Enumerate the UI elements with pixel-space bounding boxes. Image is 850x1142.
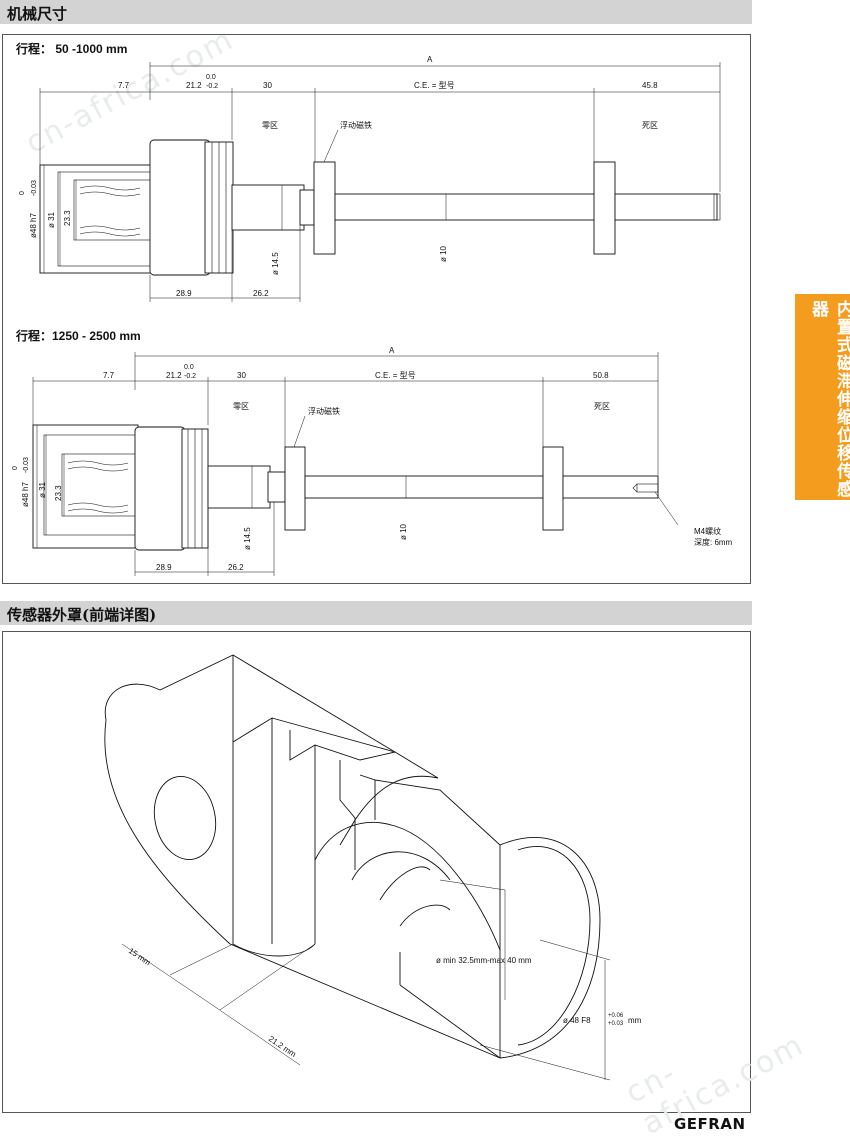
- dim-7-7: 7.7: [118, 81, 130, 90]
- label-dead-zone: 死区: [594, 402, 610, 411]
- drawing-title: 行程： 50 -1000 mm: [15, 41, 127, 56]
- label-dead-zone: 死区: [642, 121, 658, 130]
- dim-outer-tol-down: +0.03: [608, 1021, 624, 1027]
- dim-26-2: 26.2: [228, 563, 244, 572]
- dim-30: 30: [263, 81, 272, 90]
- section-header-housing: 传感器外罩(前端详图): [0, 601, 752, 625]
- dim-23-3: 23.3: [63, 210, 72, 226]
- dim-dia-14-5: ø 14.5: [271, 252, 280, 275]
- dim-ce: C.E. = 型号: [375, 371, 416, 380]
- label-thread: M4螺纹: [694, 526, 721, 536]
- dim-tol-up: 0.0: [206, 74, 216, 81]
- category-side-tab: 内置式磁滞伸缩位移传感器: [795, 294, 850, 500]
- dim-28-9: 28.9: [156, 563, 172, 572]
- dim-dia-31: ø 31: [47, 211, 56, 228]
- dim-dia48-tol-up: 0: [12, 466, 19, 470]
- dim-21-2: 21.2: [186, 81, 202, 90]
- dim-dead-zone-value: 50.8: [593, 371, 609, 380]
- gefran-logo: GEFRAN: [674, 1115, 746, 1133]
- dim-outer-unit: mm: [628, 1016, 642, 1025]
- dim-A: A: [389, 346, 395, 355]
- dim-dia48-tol-down: -0.03: [23, 457, 30, 473]
- drawing-title: 行程：1250 - 2500 mm: [15, 328, 141, 343]
- dim-7-7: 7.7: [103, 371, 115, 380]
- section-header-mechanical: 机械尺寸: [0, 0, 752, 24]
- dim-21-2mm: 21.2 mm: [267, 1034, 298, 1059]
- housing-drawing-panel: [2, 631, 751, 1113]
- label-float-magnet: 浮动磁铁: [308, 406, 340, 416]
- dim-dia-10: ø 10: [439, 245, 448, 262]
- dim-dia-48: ø48 h7: [21, 482, 30, 507]
- dim-outer-tol-up: +0.06: [608, 1013, 624, 1019]
- label-zero-zone: 零区: [262, 121, 278, 130]
- side-tab-label: 内置式磁滞伸缩位移传感器: [808, 300, 850, 498]
- section-title: 传感器外罩(前端详图): [7, 606, 157, 624]
- dim-21-2: 21.2: [166, 371, 182, 380]
- section-title: 机械尺寸: [7, 5, 68, 23]
- dim-15mm: 15 mm: [127, 946, 153, 967]
- dim-28-9: 28.9: [176, 289, 192, 298]
- dim-outer-diameter: ø 48 F8: [563, 1016, 591, 1025]
- dim-tol-down: -0.2: [184, 373, 196, 380]
- dim-tol-down: -0.2: [206, 83, 218, 90]
- dim-dia-14-5: ø 14.5: [243, 527, 252, 550]
- dim-A: A: [427, 55, 433, 64]
- dim-tol-up: 0.0: [184, 364, 194, 371]
- dim-dia48-tol-down: -0.03: [31, 180, 38, 196]
- label-zero-zone: 零区: [233, 402, 249, 411]
- label-float-magnet: 浮动磁铁: [340, 120, 372, 130]
- dim-dia-10: ø 10: [399, 523, 408, 540]
- label-thread-depth: 深度: 6mm: [694, 537, 733, 547]
- dim-inner-diameter: ø min 32.5mm-max 40 mm: [436, 956, 532, 965]
- dim-ce: C.E. = 型号: [414, 81, 455, 90]
- dim-26-2: 26.2: [253, 289, 269, 298]
- dim-dead-zone-value: 45.8: [642, 81, 658, 90]
- dim-dia-48: ø48 h7: [29, 213, 38, 238]
- dim-23-3: 23.3: [54, 485, 63, 501]
- dim-dia-31: ø 31: [38, 481, 47, 498]
- dim-30: 30: [237, 371, 246, 380]
- dim-dia48-tol-up: 0: [19, 191, 26, 195]
